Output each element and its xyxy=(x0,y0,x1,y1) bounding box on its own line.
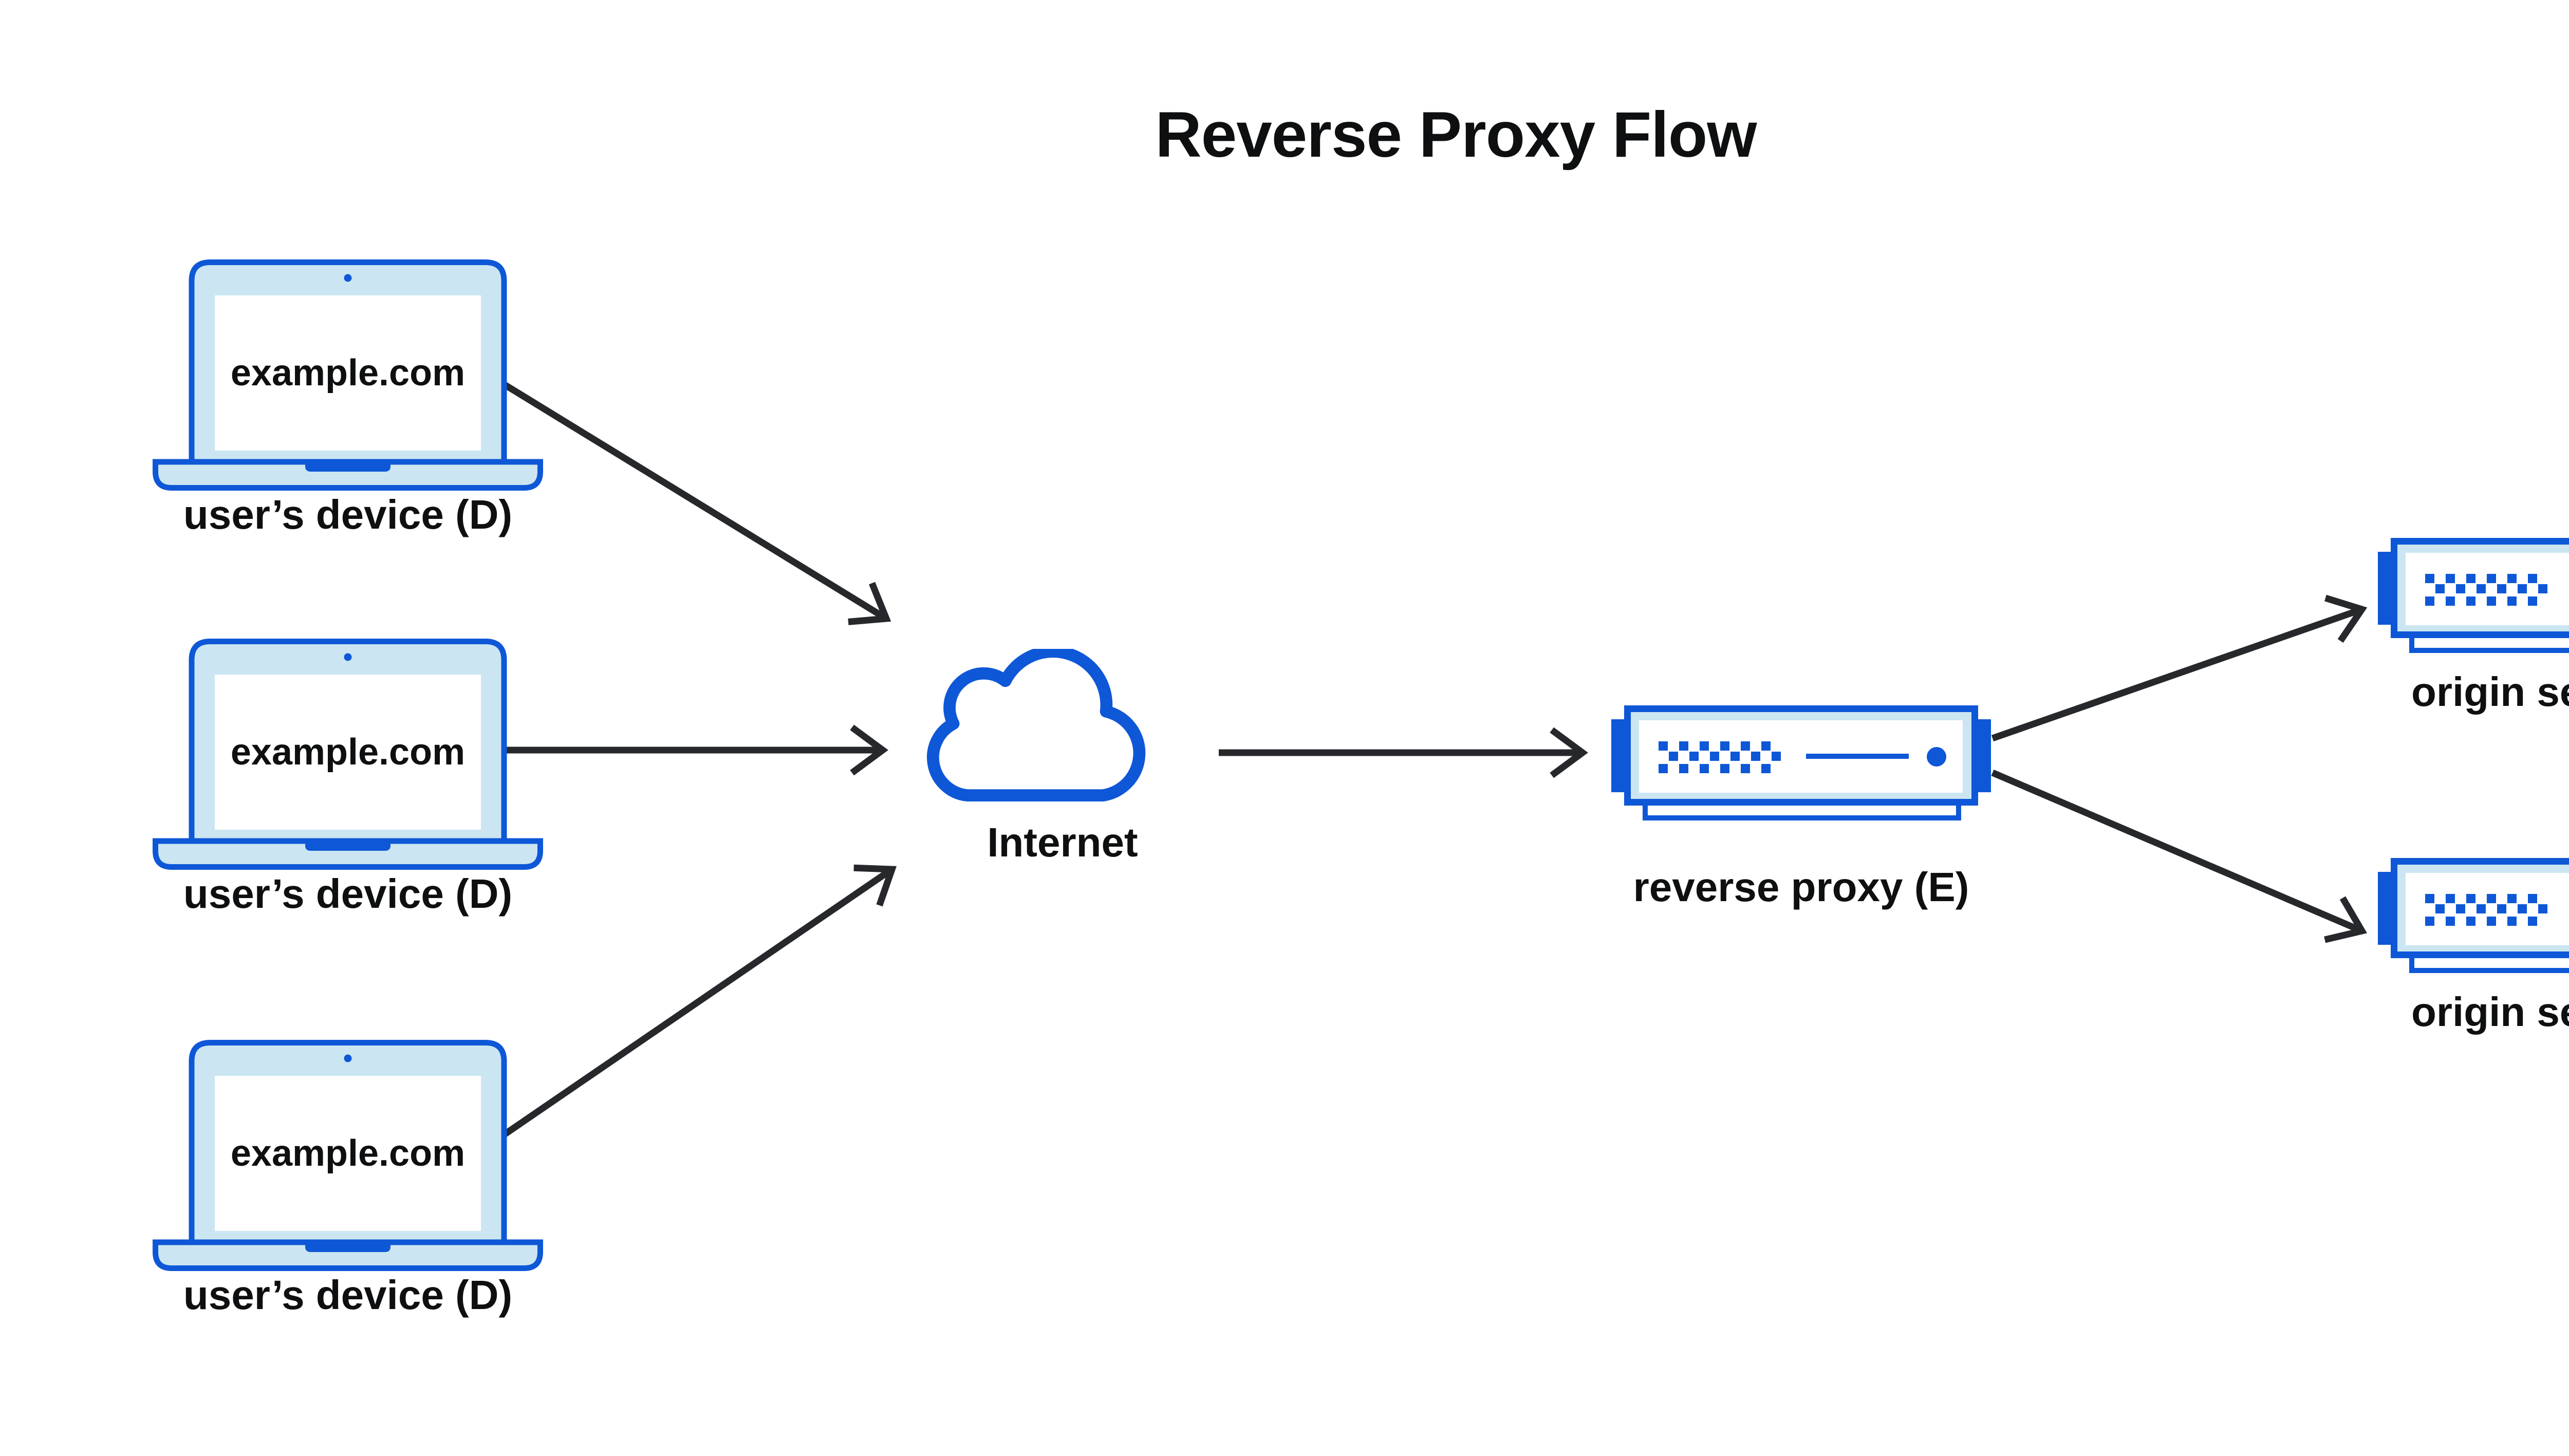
page-title: Reverse Proxy Flow xyxy=(1155,99,1757,171)
laptop-screen xyxy=(215,675,481,830)
server-right-tab xyxy=(1977,719,1991,792)
device-screen-text: example.com xyxy=(230,1133,466,1174)
server-icon xyxy=(1611,705,1991,820)
node-user-device-3: example.com user’s device (D) xyxy=(153,1040,543,1328)
node-user-device-2: example.com user’s device (D) xyxy=(153,639,543,926)
arrow-reverse-proxy-to-origin-2 xyxy=(1991,770,2368,943)
server-icon xyxy=(2378,858,2569,973)
server-power-dot xyxy=(1927,747,1946,767)
device-screen-text: example.com xyxy=(230,732,466,773)
arrow-device-1-to-internet xyxy=(499,380,891,625)
server-left-tab xyxy=(2378,552,2392,625)
laptop-icon xyxy=(153,259,543,491)
origin-server-label: origin server (F) xyxy=(2411,989,2569,1035)
laptop-screen xyxy=(215,295,481,451)
node-user-device-1: example.com user’s device (D) xyxy=(153,259,543,547)
laptop-base-notch xyxy=(305,1242,390,1252)
device-label: user’s device (D) xyxy=(183,492,513,537)
origin-server-label: origin server (F) xyxy=(2411,669,2569,715)
node-origin-server-2: origin server (F) xyxy=(2378,858,2569,1146)
node-origin-server-1: origin server (F) xyxy=(2378,538,2569,826)
internet-label: Internet xyxy=(987,819,1138,865)
arrow-device-3-to-internet xyxy=(499,864,897,1140)
laptop-base xyxy=(153,459,543,491)
laptop-icon xyxy=(153,1040,543,1271)
laptop-base-notch xyxy=(305,841,390,851)
device-screen-text: example.com xyxy=(230,352,466,394)
camera-dot-icon xyxy=(344,653,352,661)
laptop-base-notch xyxy=(305,462,390,472)
server-left-tab xyxy=(2378,872,2392,945)
laptop-base xyxy=(153,838,543,870)
cloud-icon xyxy=(927,649,1146,801)
node-reverse-proxy: reverse proxy (E) xyxy=(1611,705,1991,993)
server-left-tab xyxy=(1611,719,1626,792)
server-vents xyxy=(2425,574,2547,606)
arrow-reverse-proxy-to-origin-1 xyxy=(1991,594,2368,742)
laptop-icon xyxy=(153,639,543,870)
device-label: user’s device (D) xyxy=(183,1272,513,1318)
server-vents xyxy=(1659,741,1781,773)
server-icon xyxy=(2378,538,2569,653)
server-front-panel xyxy=(1639,720,1963,793)
camera-dot-icon xyxy=(344,274,352,282)
node-internet: Internet xyxy=(921,649,1204,983)
laptop-screen xyxy=(215,1076,481,1231)
server-vents xyxy=(2425,894,2547,926)
camera-dot-icon xyxy=(344,1054,352,1062)
device-label: user’s device (D) xyxy=(183,871,513,917)
reverse-proxy-label: reverse proxy (E) xyxy=(1633,864,1969,910)
laptop-base xyxy=(153,1239,543,1271)
